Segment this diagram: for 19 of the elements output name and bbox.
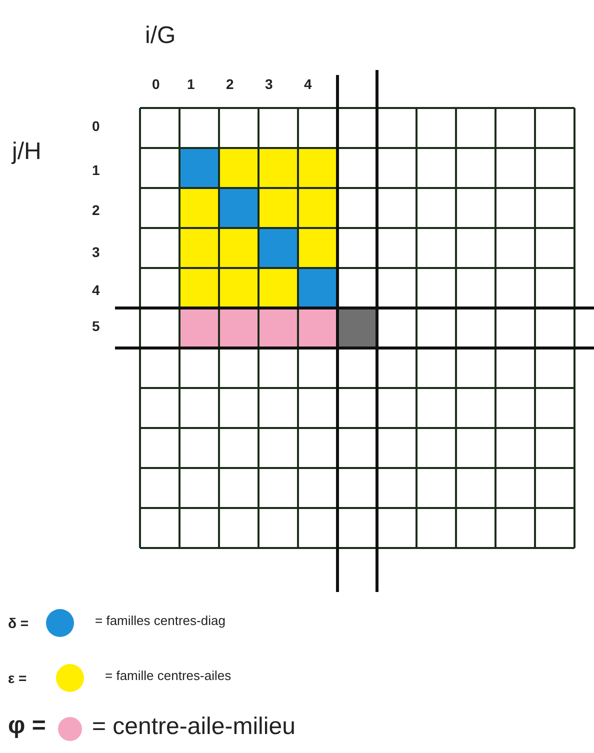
axis-title: i/G	[145, 22, 176, 50]
symbol-label: ε =	[8, 670, 27, 686]
row-number: 4	[92, 282, 100, 298]
row-number: 0	[92, 118, 100, 134]
column-number: 2	[226, 76, 234, 92]
row-number: 1	[92, 162, 100, 178]
symbol-label: φ =	[8, 712, 46, 740]
symbol-label: δ =	[8, 615, 29, 631]
legend-text: = familles centres-diag	[95, 613, 226, 628]
column-number: 0	[152, 76, 160, 92]
legend-text: = famille centres-ailes	[105, 668, 232, 683]
column-number: 4	[304, 76, 312, 92]
legend-text: = centre-aile-milieu	[92, 713, 296, 741]
column-number: 3	[265, 76, 273, 92]
axis-title: j/H	[12, 138, 42, 166]
row-number: 5	[92, 318, 100, 334]
row-number: 3	[92, 244, 100, 260]
column-number: 1	[187, 76, 195, 92]
row-number: 2	[92, 202, 100, 218]
